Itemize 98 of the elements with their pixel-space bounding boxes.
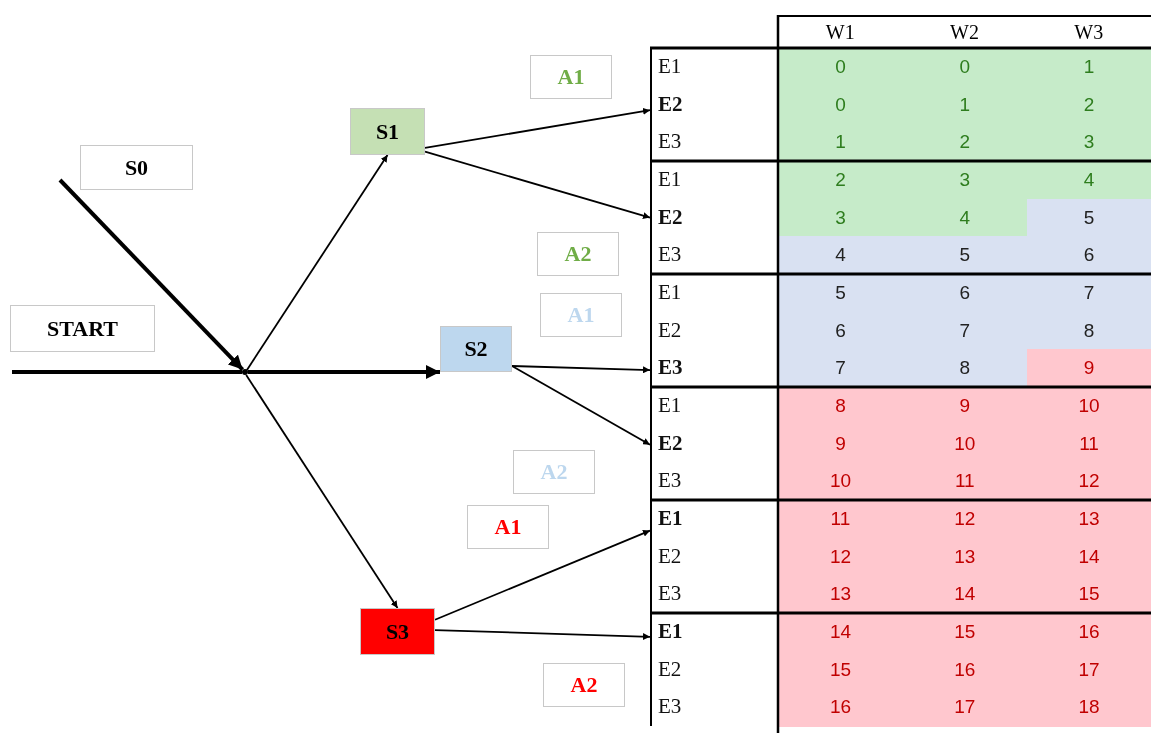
data-cell: 4	[902, 198, 1028, 237]
data-cell: 13	[778, 575, 903, 614]
data-cell: 10	[902, 424, 1028, 463]
row-label: E3	[658, 241, 682, 269]
data-cell: 12	[1026, 462, 1151, 501]
data-cell: 13	[1026, 500, 1151, 539]
data-cell: 6	[778, 311, 903, 350]
arrow	[424, 150, 651, 219]
data-cell: 3	[902, 161, 1028, 200]
data-cell: 13	[902, 537, 1028, 576]
data-cell: 7	[902, 311, 1028, 350]
data-cell: 17	[1026, 650, 1151, 689]
data-cell: 5	[1026, 198, 1151, 237]
data-cell: 14	[778, 613, 903, 652]
row-label: E1	[658, 392, 682, 419]
data-cell: 8	[778, 387, 903, 426]
data-cell: 1	[778, 123, 903, 162]
data-cell: 16	[778, 688, 903, 727]
state-label: S0	[80, 145, 193, 190]
data-cell: 0	[778, 85, 903, 124]
arrow	[58, 178, 245, 371]
data-cell: 9	[1026, 349, 1151, 388]
data-cell: 3	[778, 198, 903, 237]
arrow	[248, 365, 440, 379]
row-label: E2	[658, 90, 683, 118]
line	[12, 370, 242, 374]
data-cell: 2	[1026, 85, 1151, 124]
arrow	[434, 529, 651, 621]
arrow	[434, 629, 651, 641]
edge-label: A2	[513, 450, 595, 494]
state-label: S3	[360, 608, 435, 655]
row-label: E2	[658, 203, 683, 231]
data-cell: 0	[902, 48, 1028, 87]
data-cell: 14	[1026, 537, 1151, 576]
row-label: E1	[658, 279, 682, 306]
data-cell: 11	[902, 462, 1028, 501]
row-label: E2	[658, 316, 682, 344]
arrow	[245, 154, 389, 372]
data-cell: 14	[902, 575, 1028, 614]
row-label: E1	[658, 618, 683, 646]
data-cell: 12	[778, 537, 903, 576]
row-label: E3	[658, 693, 682, 721]
arrow	[511, 365, 651, 374]
row-label: E3	[658, 128, 682, 156]
data-cell: 16	[1026, 613, 1151, 652]
row-label: E3	[658, 354, 683, 382]
data-cell: 4	[778, 236, 903, 275]
arrow	[424, 107, 651, 149]
row-label: E1	[658, 166, 682, 193]
row-label: E2	[658, 655, 682, 683]
data-cell: 6	[902, 274, 1028, 313]
data-cell: 18	[1026, 688, 1151, 727]
data-cell: 10	[778, 462, 903, 501]
data-cell: 1	[902, 85, 1028, 124]
data-cell: 12	[902, 500, 1028, 539]
data-cell: 15	[1026, 575, 1151, 614]
data-cell: 16	[902, 650, 1028, 689]
row-label: E2	[658, 542, 682, 570]
arrow	[245, 374, 399, 609]
data-cell: 2	[778, 161, 903, 200]
data-cell: 5	[778, 274, 903, 313]
edge-label: A2	[543, 663, 625, 707]
column-header: W1	[778, 15, 903, 48]
state-label: S1	[350, 108, 425, 155]
row-label: E1	[658, 53, 682, 80]
column-header: W3	[1026, 15, 1151, 48]
data-cell: 2	[902, 123, 1028, 162]
data-cell: 17	[902, 688, 1028, 727]
data-cell: 8	[902, 349, 1028, 388]
arrow	[511, 365, 651, 446]
data-cell: 8	[1026, 311, 1151, 350]
junction-dot	[242, 369, 248, 375]
data-cell: 11	[1026, 424, 1151, 463]
data-cell: 15	[902, 613, 1028, 652]
data-cell: 4	[1026, 161, 1151, 200]
data-cell: 10	[1026, 387, 1151, 426]
row-label: E1	[658, 505, 683, 533]
data-cell: 0	[778, 48, 903, 87]
data-cell: 1	[1026, 48, 1151, 87]
data-cell: 7	[778, 349, 903, 388]
data-cell: 6	[1026, 236, 1151, 275]
edge-label: A1	[467, 505, 549, 549]
data-cell: 9	[778, 424, 903, 463]
row-label: E2	[658, 429, 683, 457]
edge-label: A1	[540, 293, 622, 337]
state-label: S2	[440, 326, 512, 372]
data-cell: 9	[902, 387, 1028, 426]
row-label: E3	[658, 467, 682, 495]
edge-label: A2	[537, 232, 619, 276]
data-cell: 11	[778, 500, 903, 539]
data-cell: 3	[1026, 123, 1151, 162]
edge-label: A1	[530, 55, 612, 99]
data-cell: 7	[1026, 274, 1151, 313]
state-label: START	[10, 305, 155, 352]
column-header: W2	[902, 15, 1027, 48]
data-cell: 15	[778, 650, 903, 689]
row-label: E3	[658, 580, 682, 608]
data-cell: 5	[902, 236, 1028, 275]
